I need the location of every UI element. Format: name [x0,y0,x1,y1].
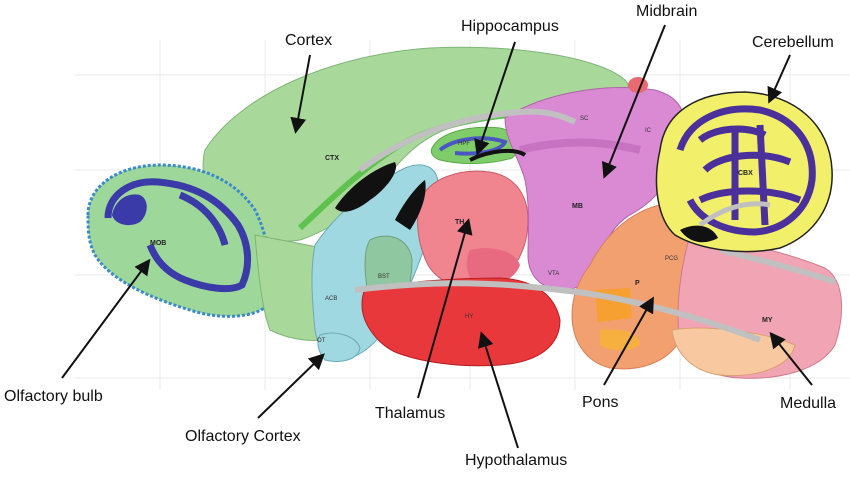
label-olfactory-cortex: Olfactory Cortex [185,428,301,445]
label-thalamus: Thalamus [375,405,446,422]
olfactory-bulb-inner [112,194,147,226]
abbr-hpf: HPF [458,141,470,147]
arrow-cortex [290,54,311,134]
arrow-midbrain [602,24,666,179]
label-hippocampus: Hippocampus [461,18,559,35]
abbr-my: MY [762,317,773,324]
abbr-ot: OT [317,338,326,344]
abbr-mob: MOB [150,240,166,247]
arrow-cerebellum [767,54,791,104]
abbr-sc: SC [580,116,589,122]
label-olfactory-bulb: Olfactory bulb [4,388,103,405]
abbr-th: TH [455,219,464,226]
label-cortex: Cortex [285,32,333,49]
olfactory-tubercle [317,332,361,362]
arrow-medulla [769,331,813,386]
abbr-acb: ACB [325,296,337,302]
label-cerebellum: Cerebellum [752,34,834,51]
abbr-ic: IC [645,128,652,134]
arrow-pons [603,296,654,386]
abbr-p: P [635,280,640,287]
arrow-olfactory-cortex [257,353,325,419]
cerebellum-white-matter [698,201,771,228]
pons-lower-nucleus [600,329,640,351]
arrow-hippocampus [474,41,516,156]
label-midbrain: Midbrain [636,3,698,20]
abbr-cbx: CBX [738,170,753,177]
abbr-hy: HY [465,314,473,320]
arrow-thalamus [417,218,473,399]
medulla-fiber [719,247,836,285]
fiber-tract-ventral [354,280,762,343]
third-ventricle [395,180,426,230]
fourth-ventricle [680,225,718,243]
label-medulla: Medulla [780,395,837,412]
label-hypothalamus: Hypothalamus [465,452,568,469]
arrow-olfactory-bulb [61,258,151,379]
cerebellum-folds [676,105,816,236]
abbr-mb: MB [572,203,583,210]
lateral-ventricle [335,162,396,212]
midbrain-dark-band [519,138,641,154]
thalamus-lower [466,248,520,286]
abbr-poc: PCG [665,256,678,262]
abbr-bst: BST [378,274,390,280]
abbr-ctx: CTX [325,155,339,162]
olfactory-bulb-blue-layer [104,178,252,293]
arrow-hypothalamus [478,331,519,449]
abbr-vta: VTA [548,271,559,277]
label-pons: Pons [582,394,619,411]
aqueduct [469,148,527,162]
hypothalamus-region [361,277,561,367]
pointer-arrows [61,24,813,449]
